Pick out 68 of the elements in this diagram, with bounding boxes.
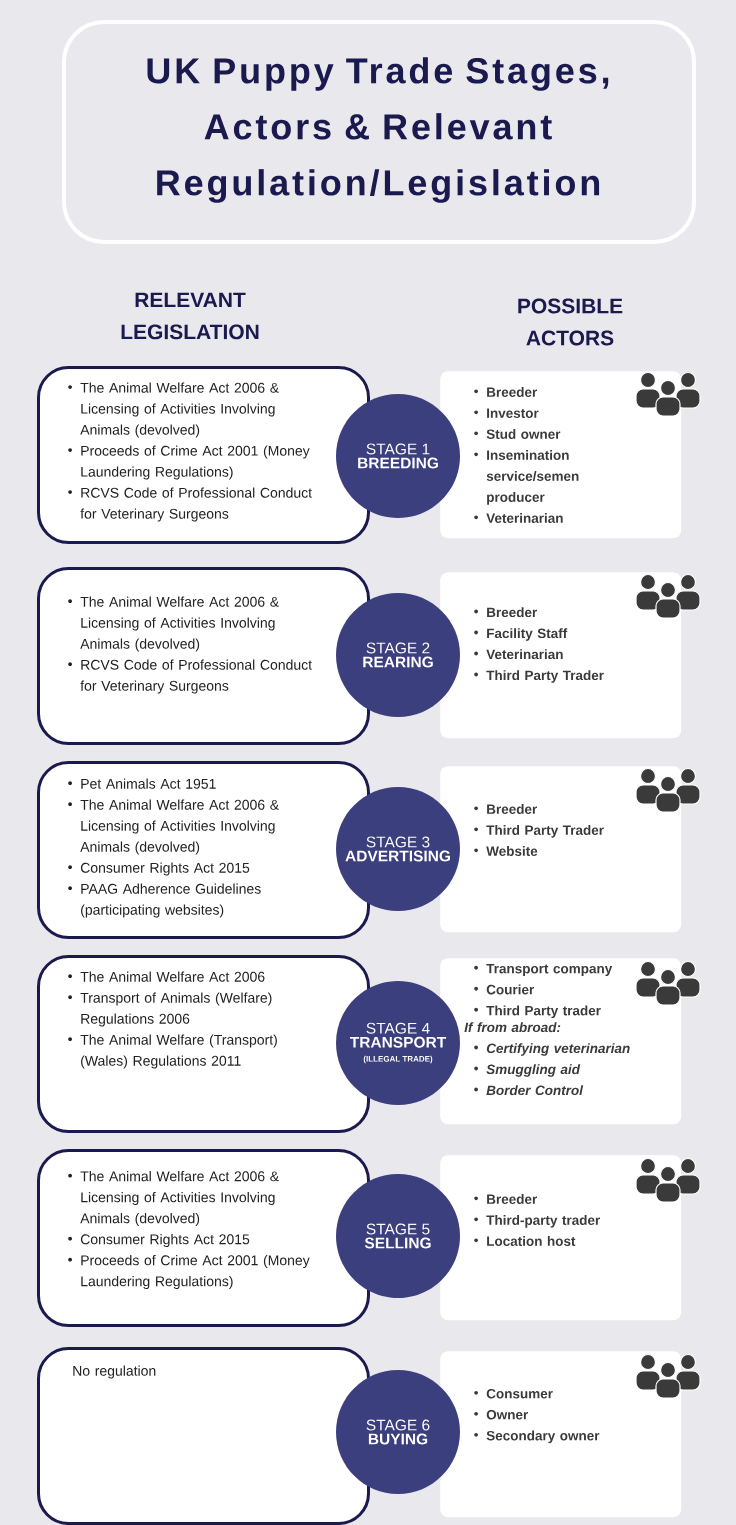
title-text: UK Puppy Trade Stages, Actors & Relevant Regulation/Legislation: [147, 57, 609, 203]
actors-box: [440, 572, 682, 739]
list-item: Facility Staff: [474, 628, 568, 641]
list-item: PAAG Adherence Guidelines (participating websites): [68, 883, 261, 918]
list-item: Consumer Rights Act 2015: [68, 1234, 250, 1248]
list-item: The Animal Welfare Act 2006 & Licensing of Activities Involving Animals (devolved): [68, 382, 279, 438]
actors-box: [440, 371, 682, 539]
stage-number: STAGE 6: [366, 1419, 430, 1431]
list-item: Transport of Animals (Welfare) Regulations 2006: [68, 992, 272, 1027]
column-heading: RELEVANT LEGISLATION: [121, 292, 259, 340]
list-item: The Animal Welfare (Transport) (Wales) Regulations 2011: [68, 1034, 277, 1069]
list-item: Consumer: [474, 1388, 553, 1399]
list-item: Third Party Trader: [474, 825, 604, 838]
list-item: Breeder: [474, 1194, 537, 1204]
list-item: Breeder: [474, 804, 537, 814]
list-item: Website: [474, 846, 538, 856]
stage-number: STAGE 4: [366, 1022, 430, 1034]
list-item: Courier: [474, 984, 534, 995]
list-item: Certifying veterinarian: [474, 1043, 630, 1056]
stage-name: BREEDING: [358, 457, 438, 469]
stage-name: SELLING: [364, 1237, 431, 1249]
list-item: The Animal Welfare Act 2006 & Licensing of Activities Involving Animals (devolved): [68, 1171, 279, 1227]
list-item: Smuggling aid: [474, 1064, 581, 1077]
stage-number: STAGE 5: [366, 1223, 430, 1235]
stage-number: STAGE 3: [366, 836, 430, 848]
list-item: Investor: [474, 408, 539, 418]
stage-circle: [336, 1370, 460, 1494]
list-item: Veterinarian: [474, 513, 563, 523]
list-item: Breeder: [474, 387, 537, 397]
list-item: Proceeds of Crime Act 2001 (Money Laundering Regulations): [68, 1255, 310, 1290]
list-item: Third Party Trader: [474, 670, 604, 683]
list-item: The Animal Welfare Act 2006: [68, 971, 265, 982]
actors-box: [440, 1155, 682, 1321]
list-item: Secondary owner: [474, 1430, 600, 1444]
stage-name: REARING: [363, 656, 433, 668]
list-item: Proceeds of Crime Act 2001 (Money Laundering Regulations): [68, 445, 310, 480]
list-item: The Animal Welfare Act 2006 & Licensing of Activities Involving Animals (devolved): [68, 596, 279, 652]
stage-circle: [336, 593, 460, 717]
stage-circle: [336, 394, 460, 518]
list-item: Consumer Rights Act 2015: [68, 862, 250, 876]
list-item: Veterinarian: [474, 649, 563, 660]
list-item: RCVS Code of Professional Conduct for Veterinary Surgeons: [68, 659, 312, 694]
list-item: Third-party trader: [474, 1215, 600, 1228]
list-item: The Animal Welfare Act 2006 & Licensing of Activities Involving Animals (devolved): [68, 799, 279, 855]
list-item: RCVS Code of Professional Conduct for Veterinary Surgeons: [68, 487, 312, 522]
stage-note: (ILLEGAL TRADE): [363, 1055, 433, 1064]
list-item: If from abroad:: [464, 1022, 561, 1033]
stage-circle: [336, 1174, 460, 1298]
list-item: Border Control: [474, 1085, 584, 1096]
list-item: Transport company: [474, 963, 613, 977]
actors-box: [440, 1351, 682, 1518]
stage-name: ADVERTISING: [345, 850, 450, 862]
list-item: Breeder: [474, 607, 537, 618]
list-item: No regulation: [73, 1365, 156, 1379]
list-item: Third Party trader: [474, 1005, 601, 1019]
list-item: Stud owner: [474, 429, 561, 439]
actors-subgroup: [464, 1022, 630, 1096]
list-item: Insemination service/semen producer: [474, 450, 579, 505]
list-item: Pet Animals Act 1951: [68, 778, 216, 789]
stage-circle: [336, 981, 460, 1105]
column-heading: POSSIBLE ACTORS: [518, 298, 623, 346]
stage-circle: [336, 787, 460, 911]
list-item: Location host: [474, 1236, 576, 1246]
stage-number: STAGE 2: [366, 642, 430, 654]
stage-number: STAGE 1: [366, 443, 430, 455]
list-item: Owner: [474, 1409, 528, 1420]
stage-name: TRANSPORT: [349, 1036, 447, 1048]
stage-name: BUYING: [368, 1433, 428, 1445]
